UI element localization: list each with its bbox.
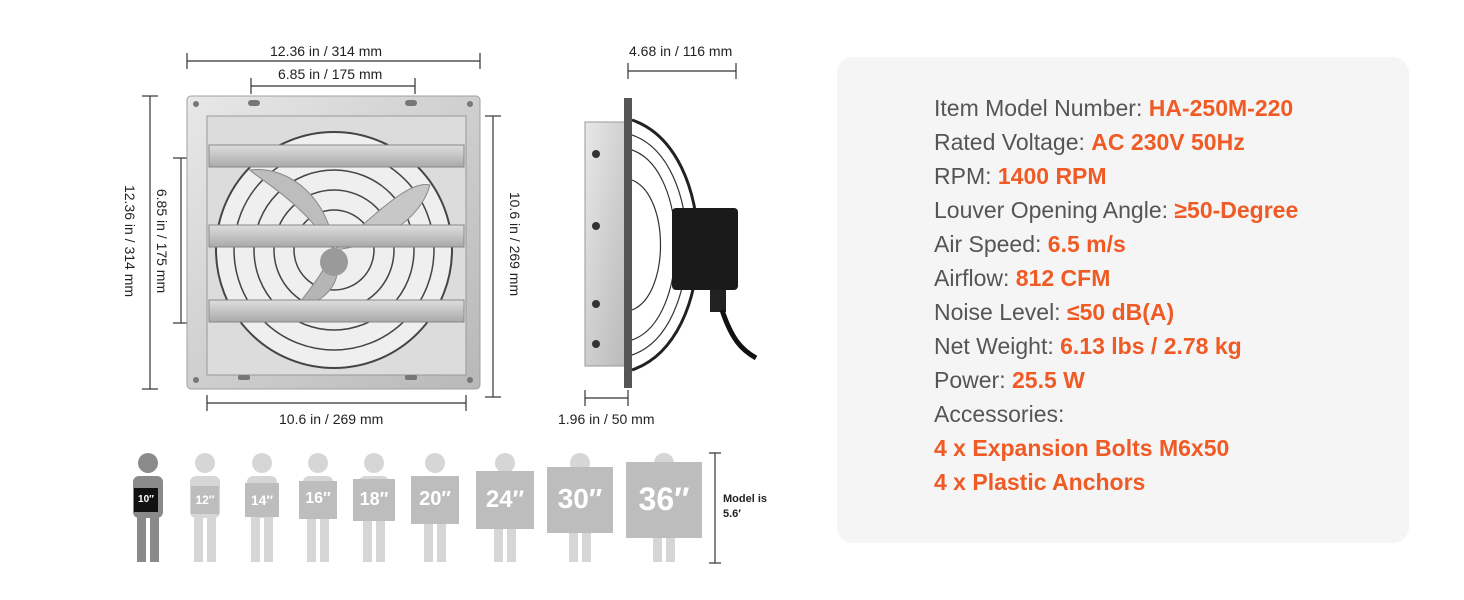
model-height-note: Model is 5.6′ [723,493,768,520]
spec-value: 1400 RPM [997,163,1107,189]
fan-size-box [191,486,219,514]
spec-value: 25.5 W [1011,367,1085,393]
accessory-item: 4 x Plastic Anchors [934,469,1146,495]
spec-row: Air Speed: 6.5 m/s [934,227,1298,261]
spec-row: Item Model Number: HA-250M-220 [934,91,1298,125]
fan-size-label: 30″ [557,483,603,515]
spec-row: Net Weight: 6.13 lbs / 2.78 kg [934,329,1298,363]
dim-front-width-inner: 6.85 in / 175 mm [278,66,383,82]
dim-body-height: 10.6 in / 269 mm [507,191,523,297]
fan-size-label: 12″ [195,492,215,507]
fan-front-view [186,95,481,390]
fan-diagram [133,53,758,564]
spec-value: 812 CFM [1015,265,1111,291]
spec-label: Louver Opening Angle: [934,197,1175,223]
spec-label: Airflow: [934,265,1016,291]
spec-row: Rated Voltage: AC 230V 50Hz [934,125,1298,159]
spec-label: Power: [934,367,1012,393]
spec-value: 6.13 lbs / 2.78 kg [1060,333,1242,359]
fan-size-label: 20″ [419,488,451,510]
dimension-lines [142,53,737,411]
accessory-item: 4 x Expansion Bolts M6x50 [934,435,1230,461]
spec-value: ≥50-Degree [1174,197,1299,223]
spec-label: Air Speed: [934,231,1048,257]
fan-size-label: 16″ [305,490,331,508]
size-comparison [133,452,721,564]
spec-value: 6.5 m/s [1047,231,1126,257]
fan-size-box [353,479,395,521]
spec-value: AC 230V 50Hz [1091,129,1245,155]
spec-value: HA-250M-220 [1148,95,1294,121]
fan-side-view [584,98,758,388]
accessories-label: Accessories: [934,401,1065,427]
spec-row: Power: 25.5 W [934,363,1298,397]
fan-size-box [299,481,337,519]
spec-label: Net Weight: [934,333,1061,359]
fan-size-label: 36″ [638,480,690,517]
spec-value: ≤50 dB(A) [1066,299,1175,325]
spec-row: Airflow: 812 CFM [934,261,1298,295]
spec-label: Noise Level: [934,299,1067,325]
dim-front-height-inner: 6.85 in / 175 mm [154,188,170,294]
fan-size-box [245,483,279,517]
spec-row: RPM: 1400 RPM [934,159,1298,193]
fan-size-box [476,471,534,529]
dim-side-flange: 1.96 in / 50 mm [558,411,655,427]
fan-size-box [547,467,613,533]
spec-label: RPM: [934,163,998,189]
fan-size-label: 14″ [250,491,274,508]
dim-body-width: 10.6 in / 269 mm [279,411,384,427]
spec-label: Item Model Number: [934,95,1149,121]
dim-side-depth: 4.68 in / 116 mm [629,43,733,59]
spec-row: Noise Level: ≤50 dB(A) [934,295,1298,329]
spec-label: Rated Voltage: [934,129,1092,155]
fan-size-box [134,488,158,512]
dim-front-width-outer: 12.36 in / 314 mm [270,43,383,59]
spec-row: Louver Opening Angle: ≥50-Degree [934,193,1298,227]
fan-size-box [626,462,702,538]
fan-size-label: 24″ [485,485,525,513]
fan-size-label: 18″ [359,489,389,510]
fan-size-box [411,476,459,524]
fan-size-label: 10″ [138,494,154,505]
dim-front-height-outer: 12.36 in / 314 mm [122,184,138,298]
